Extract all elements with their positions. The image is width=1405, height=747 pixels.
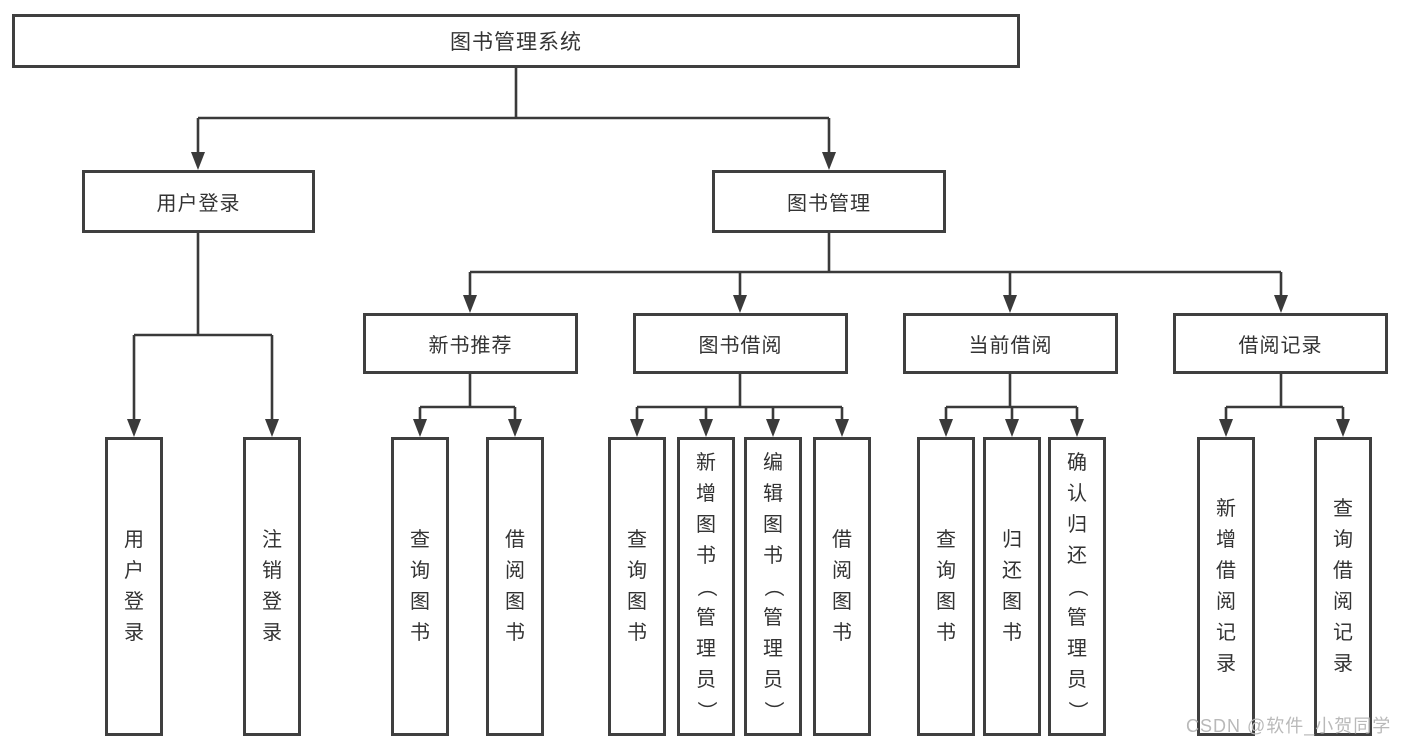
leaf-confirm-return-admin: 确认归还（管理员） <box>1048 437 1106 736</box>
node-label: 用户登录 <box>156 193 241 215</box>
leaf-return-book: 归还图书 <box>983 437 1041 736</box>
node-label: 借阅记录 <box>1238 335 1323 357</box>
node-label: 确认归还（管理员） <box>1066 451 1088 721</box>
node-label: 借阅图书 <box>832 529 852 644</box>
leaf-query-borrow-record: 查询借阅记录 <box>1314 437 1372 736</box>
node-label: 图书管理系统 <box>450 31 582 54</box>
node-label: 查询借阅记录 <box>1333 498 1353 675</box>
leaf-query-book-borrow: 查询图书 <box>608 437 666 736</box>
node-label: 编辑图书（管理员） <box>762 451 784 721</box>
leaf-add-book-admin: 新增图书（管理员） <box>677 437 735 736</box>
node-label: 当前借阅 <box>968 335 1053 357</box>
node-label: 用户登录 <box>124 529 144 644</box>
node-label: 新增图书（管理员） <box>695 451 717 721</box>
node-book-borrow: 图书借阅 <box>633 313 848 374</box>
arrowheads <box>127 152 1350 437</box>
leaf-query-book-current: 查询图书 <box>917 437 975 736</box>
node-label: 新书推荐 <box>428 335 513 357</box>
node-label: 查询图书 <box>627 529 647 644</box>
node-new-book-recommend: 新书推荐 <box>363 313 578 374</box>
node-label: 查询图书 <box>936 529 956 644</box>
leaf-borrow-book-recommend: 借阅图书 <box>486 437 544 736</box>
node-current-borrow: 当前借阅 <box>903 313 1118 374</box>
leaf-edit-book-admin: 编辑图书（管理员） <box>744 437 802 736</box>
node-label: 新增借阅记录 <box>1216 498 1236 675</box>
leaf-logout: 注销登录 <box>243 437 301 736</box>
node-label: 图书管理 <box>787 193 871 215</box>
node-book-management: 图书管理 <box>712 170 946 233</box>
leaf-query-book-recommend: 查询图书 <box>391 437 449 736</box>
node-borrow-records: 借阅记录 <box>1173 313 1388 374</box>
node-root-library-system: 图书管理系统 <box>12 14 1020 68</box>
node-user-login: 用户登录 <box>82 170 315 233</box>
leaf-add-borrow-record: 新增借阅记录 <box>1197 437 1255 736</box>
node-label: 借阅图书 <box>505 529 525 644</box>
node-label: 归还图书 <box>1002 529 1022 644</box>
node-label: 图书借阅 <box>698 335 783 357</box>
leaf-borrow-book: 借阅图书 <box>813 437 871 736</box>
csdn-watermark: CSDN @软件_小贺同学 <box>1186 716 1392 736</box>
leaf-user-login: 用户登录 <box>105 437 163 736</box>
node-label: 注销登录 <box>262 529 282 644</box>
node-label: 查询图书 <box>410 529 430 644</box>
